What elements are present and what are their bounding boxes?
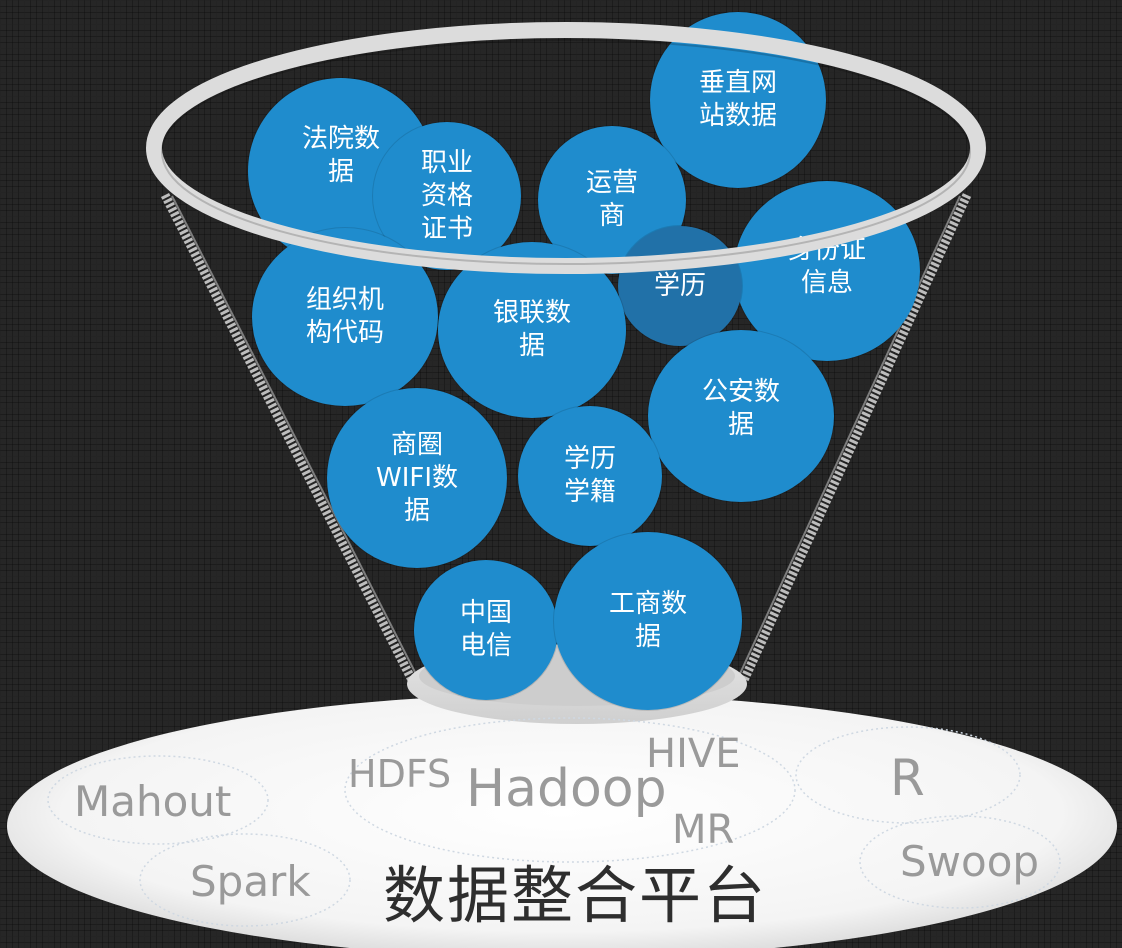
bubble-industry-commerce-data: 工商数 据	[554, 532, 742, 710]
bubble-line: 职业	[420, 147, 473, 178]
ring-spark	[139, 833, 351, 927]
tool-mr: MR	[672, 807, 735, 853]
bubble-public-security-data: 公安数 据	[648, 330, 834, 502]
bubble-unionpay-data: 银联数 据	[438, 242, 626, 418]
bubble-line: 商圈	[390, 429, 443, 460]
bubble-line: 据	[403, 495, 430, 526]
bubble-line: 中国	[459, 598, 512, 628]
bubble-line: 工商数	[608, 589, 687, 619]
funnel-right-edge-inner	[737, 195, 961, 679]
bubble-education: 学历	[618, 226, 742, 346]
ring-r	[795, 726, 1021, 824]
bubble-line: 构代码	[305, 318, 384, 348]
funnel-right-edge	[739, 193, 972, 682]
bubble-line: 公安数	[701, 377, 780, 407]
bubble-line: 学历	[563, 444, 616, 474]
bubble-line: 据	[327, 157, 354, 187]
bubble-vertical-site-data: 垂直网 站数据	[650, 12, 826, 188]
tool-hdfs: HDFS	[348, 752, 452, 796]
platform-ellipse	[7, 694, 1117, 948]
bubble-line: 组织机	[305, 285, 384, 315]
bubble-line: 学历	[653, 270, 706, 301]
ring-mahout	[47, 755, 269, 845]
bubble-line: 法院数	[301, 124, 380, 154]
platform-title: 数据整合平台	[382, 859, 767, 932]
bubble-line: 学籍	[563, 477, 616, 507]
bubble-business-district-wifi-data: 商圈 WIFI数 据	[327, 388, 507, 568]
bubble-line: 银联数	[492, 298, 571, 328]
tool-hadoop: Hadoop	[466, 759, 667, 819]
ring-hadoop	[344, 717, 796, 863]
tool-swoop: Swoop	[900, 837, 1040, 886]
tool-hive: HIVE	[646, 731, 741, 777]
bubble-education-enrollment: 学历 学籍	[518, 406, 662, 546]
bubble-line: 据	[518, 331, 545, 361]
ring-swoop	[859, 815, 1061, 909]
bubble-line: 资格	[420, 180, 473, 211]
bubble-organization-code: 组织机 构代码	[252, 228, 438, 406]
bubble-china-telecom: 中国 电信	[414, 560, 558, 700]
bubble-line: WIFI数	[376, 462, 458, 493]
bubble-line: 信息	[800, 268, 853, 298]
bubble-line: 商	[598, 201, 625, 231]
bubble-line: 据	[727, 410, 754, 440]
platform-tool-rings	[47, 717, 1061, 927]
bubble-line: 运营	[585, 168, 638, 198]
bubble-line: 垂直网	[698, 68, 777, 98]
tool-mahout: Mahout	[74, 777, 232, 826]
bubble-line: 据	[634, 622, 661, 652]
bubble-line: 身份证	[787, 235, 866, 265]
bubble-line: 站数据	[698, 101, 777, 131]
funnel-left-edge	[160, 192, 417, 683]
bubble-line: 电信	[459, 631, 512, 661]
bubble-line: 证书	[420, 213, 473, 244]
tool-spark: Spark	[190, 857, 311, 906]
tool-r: R	[890, 749, 925, 807]
funnel-left-edge-inner	[171, 195, 419, 679]
